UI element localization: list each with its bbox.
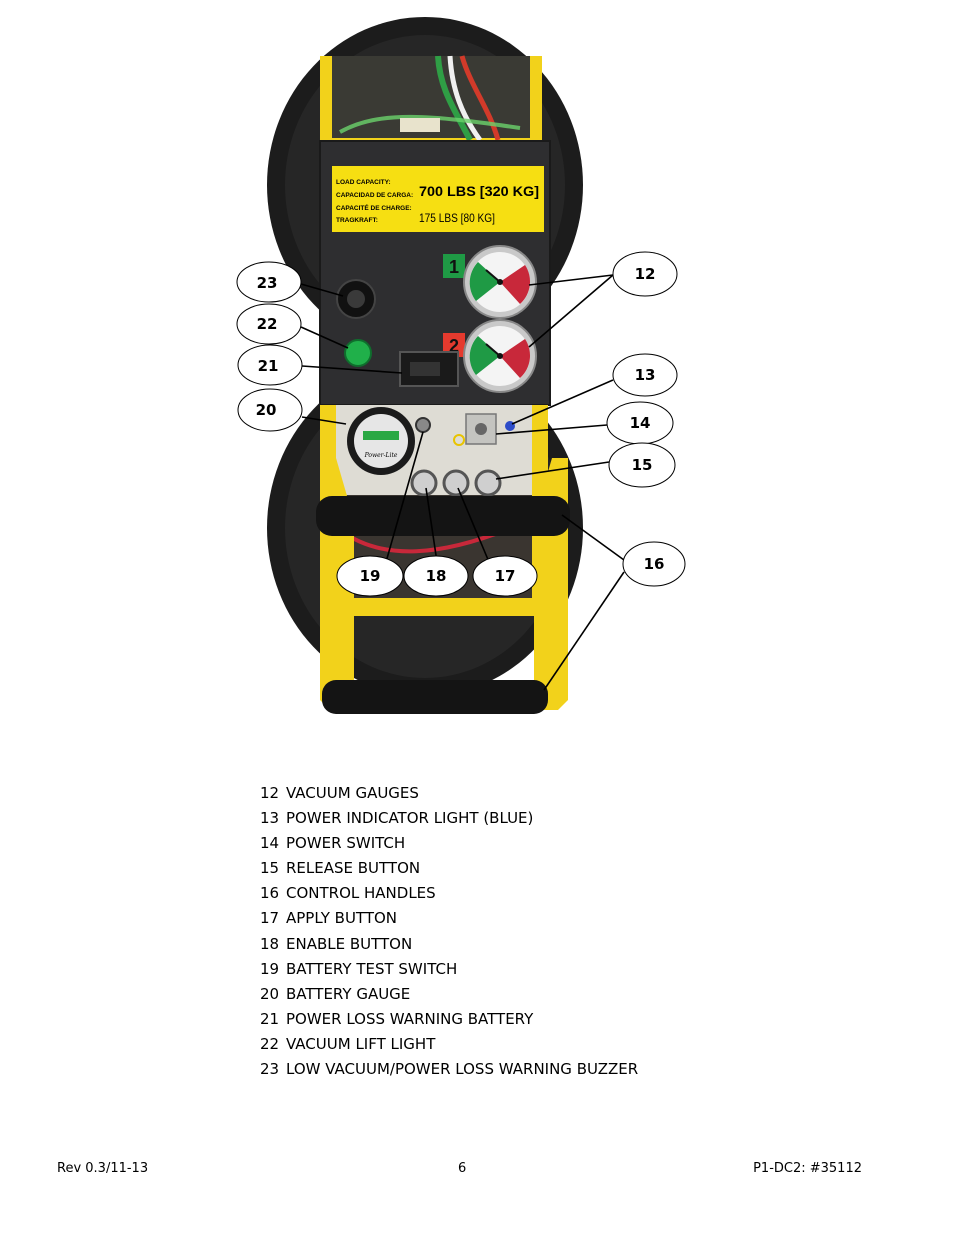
svg-text:14: 14 [630,414,651,432]
leader-lines [300,274,625,691]
svg-text:21: 21 [258,357,279,375]
control-handle-lower [322,680,548,714]
footer-page-number: 6 [458,1161,467,1176]
svg-text:12: 12 [635,265,656,283]
callout-14: 14 [606,401,674,445]
callout-21: 21 [237,344,303,386]
callout-12: 12 [612,251,678,297]
svg-text:20: 20 [256,401,277,419]
svg-text:1: 1 [449,257,459,277]
svg-text:23: 23 [257,274,278,292]
svg-text:16: 16 [644,555,665,573]
callout-15: 15 [608,442,676,488]
product-figure: LOAD CAPACITY: CAPACIDAD DE CARGA: CAPAC… [236,17,686,714]
decal-capacity-secondary: 175 LBS [80 KG] [419,211,495,225]
svg-text:2: 2 [449,336,459,356]
callout-19: 19 [336,555,404,597]
callout-13: 13 [612,353,678,397]
callout-18: 18 [403,555,469,597]
vacuum-gauge-2 [463,319,537,393]
svg-text:17: 17 [495,567,516,585]
battery-gauge: Power-Lite [347,407,415,475]
footer-revision: Rev 0.3/11-13 [57,1161,149,1176]
svg-text:22: 22 [257,315,278,333]
callout-22: 22 [236,303,302,345]
gauge-marker-1 [443,254,465,278]
decal-title-es: CAPACIDAD DE CARGA: [336,192,413,199]
svg-text:Power-Lite: Power-Lite [364,452,398,459]
decal-title-en: LOAD CAPACITY: [336,179,391,186]
callout-23: 23 [236,261,302,303]
svg-text:13: 13 [635,366,656,384]
load-capacity-decal [332,166,544,232]
battery-test-switch [415,417,431,433]
callout-20: 20 [237,388,303,432]
apply-button [442,469,470,497]
release-button [474,469,502,497]
callout-16: 16 [622,541,686,587]
vacuum-gauge-1 [463,245,537,319]
svg-text:18: 18 [426,567,447,585]
vacuum-lift-light [344,339,372,367]
svg-text:15: 15 [632,456,653,474]
callout-17: 17 [472,555,538,597]
enable-button [410,469,438,497]
vacuum-lifter-photo: LOAD CAPACITY: CAPACIDAD DE CARGA: CAPAC… [267,17,583,714]
decal-title-fr: CAPACITÉ DE CHARGE: [336,203,412,212]
footer-document-id: P1-DC2: #35112 [753,1161,862,1176]
decal-title-de: TRAGKRAFT: [336,217,378,224]
svg-text:19: 19 [360,567,381,585]
decal-capacity-main: 700 LBS [320 KG] [419,183,539,199]
control-handle-upper [316,496,570,536]
